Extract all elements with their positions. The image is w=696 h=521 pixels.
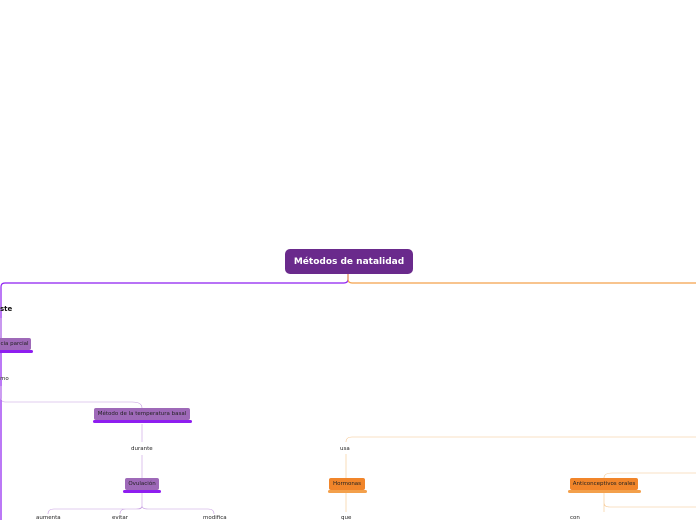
node-underline <box>568 490 641 493</box>
link-con[interactable]: con <box>570 515 580 521</box>
connector-ovulacion-leaves <box>47 493 215 515</box>
link-usa[interactable]: usa <box>340 446 350 452</box>
leaf-modifica[interactable]: modifica <box>203 515 227 521</box>
leaf-evitar[interactable]: evitar <box>112 515 128 521</box>
connector-anticonceptivos <box>603 472 696 479</box>
node-hormonas[interactable]: Hormonas <box>329 478 365 490</box>
node-cia-parcial[interactable]: cia parcial <box>0 338 31 350</box>
leaf-aumenta[interactable]: aumenta <box>36 515 61 521</box>
connector-to-basal <box>0 386 143 409</box>
connector-root-left <box>0 274 349 520</box>
node-underline <box>123 490 161 493</box>
connector-usa <box>345 436 696 443</box>
link-mo[interactable]: mo <box>0 376 9 382</box>
node-temperatura-basal[interactable]: Método de la temperatura basal <box>94 408 190 420</box>
node-underline <box>0 350 33 353</box>
root-node[interactable]: Métodos de natalidad <box>285 249 413 274</box>
link-que[interactable]: que <box>341 515 352 521</box>
link-durante[interactable]: durante <box>131 446 153 452</box>
node-underline <box>328 490 367 493</box>
connector-root-right <box>347 274 696 284</box>
node-anticonceptivos-orales[interactable]: Anticonceptivos orales <box>570 478 638 490</box>
left-branch-label[interactable]: ste <box>0 305 13 313</box>
node-ovulacion[interactable]: Ovulación <box>125 478 159 490</box>
connector-anticonceptivos-con <box>603 493 696 512</box>
node-underline <box>93 420 192 423</box>
